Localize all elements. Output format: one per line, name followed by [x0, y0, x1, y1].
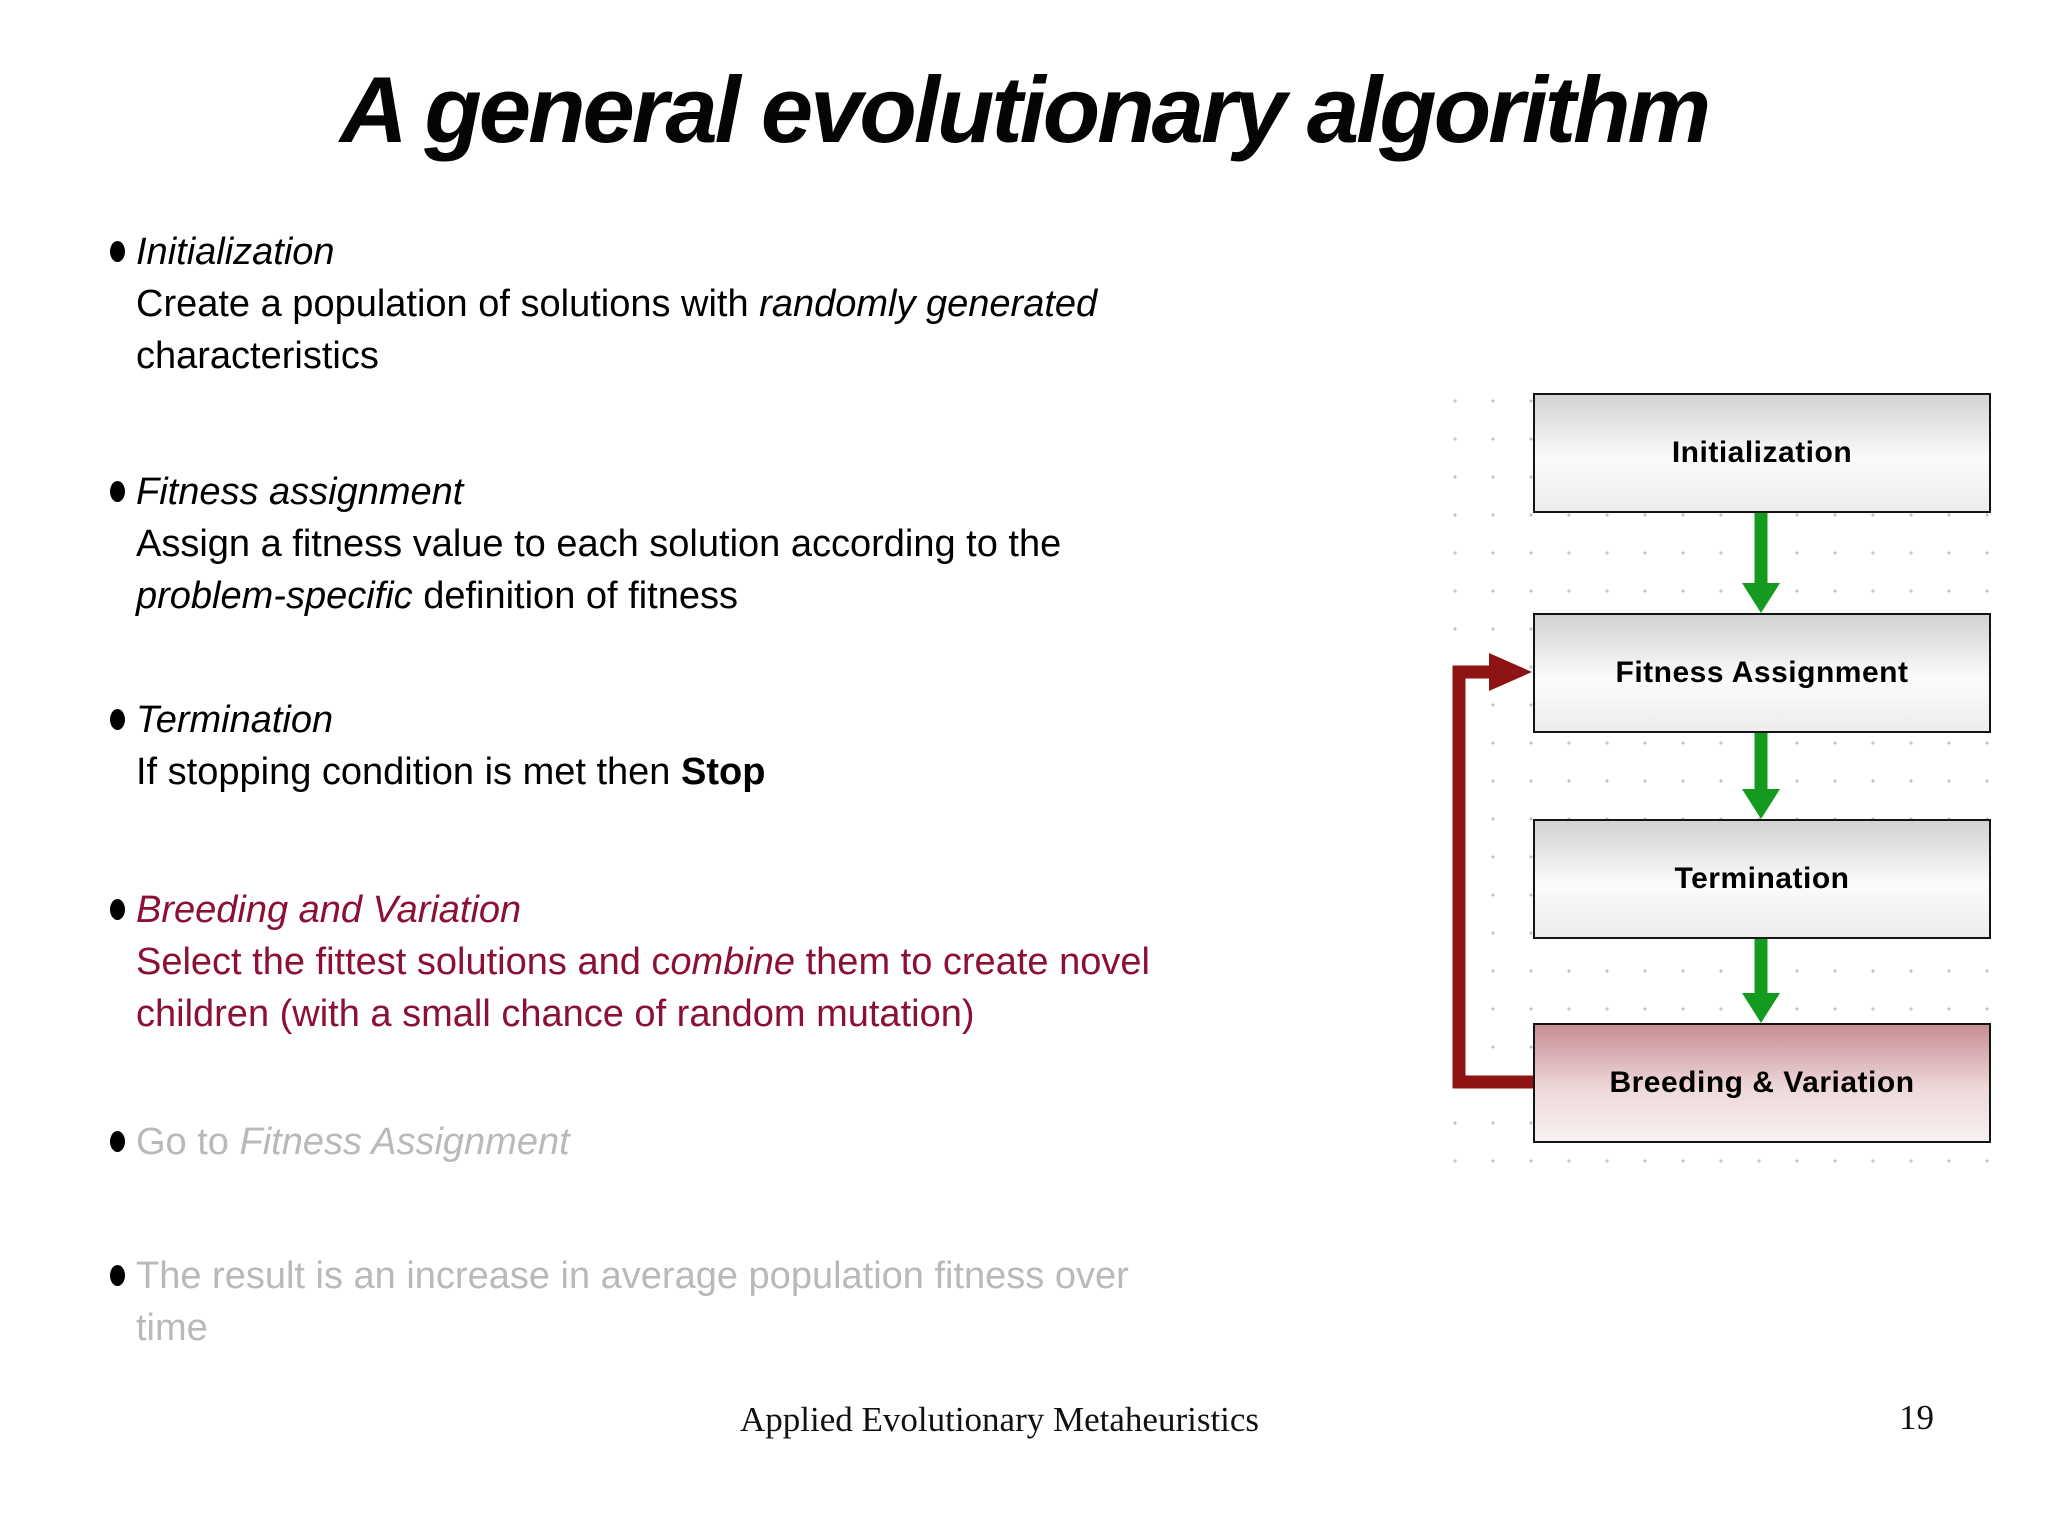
down-arrow-icon [1742, 939, 1780, 1023]
bullet-heading: Termination [136, 699, 334, 741]
bullet-dot [110, 899, 125, 920]
bullet-body-italic: problem-specific [136, 575, 413, 617]
bullet-text: Go to Fitness Assignment [136, 1116, 1478, 1168]
bullet-body: Go to [136, 1121, 240, 1163]
bullet-body-italic: randomly generated [759, 283, 1098, 325]
down-arrow-icon [1742, 513, 1780, 613]
flowbox-initialization: Initialization [1533, 393, 1991, 513]
page-number: 19 [1899, 1398, 1934, 1437]
flowchart-diagram: Initialization Fitness Assignment Termin… [1428, 372, 2012, 1196]
bullet-heading: Initialization [136, 231, 335, 273]
bullet-body: them to create novel [795, 941, 1150, 983]
bullet-goto-fitness: Go to Fitness Assignment [108, 1116, 1478, 1168]
flowbox-label: Breeding & Variation [1609, 1066, 1915, 1099]
bullet-dot [110, 709, 125, 730]
flowchart-arrows [1452, 513, 1780, 1089]
bullet-body: Create a population of solutions with [136, 283, 760, 325]
bullet-body: Select the fittest solutions and c [136, 941, 671, 983]
bullet-body: time [136, 1307, 208, 1349]
flowbox-breeding-variation: Breeding & Variation [1533, 1023, 1991, 1143]
bullet-body: definition of fitness [412, 575, 738, 617]
flowbox-label: Fitness Assignment [1615, 656, 1909, 689]
bullet-heading: Breeding and Variation [136, 889, 522, 931]
flowbox-fitness-assignment: Fitness Assignment [1533, 613, 1991, 733]
feedback-loop-arrow-icon [1452, 653, 1533, 1089]
footer-title: Applied Evolutionary Metaheuristics [740, 1400, 1260, 1439]
bullet-body-italic: ombine [670, 941, 796, 983]
bullet-heading: Fitness assignment [136, 471, 464, 513]
bullet-body: The result is an increase in average pop… [136, 1255, 1129, 1297]
bullet-text: Fitness assignment Assign a fitness valu… [136, 466, 1478, 622]
bullet-dot [110, 481, 125, 502]
bullet-body-bold: Stop [681, 751, 766, 793]
bullet-termination: Termination If stopping condition is met… [108, 694, 1478, 798]
bullet-dot [110, 1131, 125, 1152]
bullet-body: children (with a small chance of random … [136, 993, 975, 1035]
bullet-text: Initialization Create a population of so… [136, 226, 1478, 382]
bullet-body: Assign a fitness value to each solution … [136, 523, 1062, 565]
bullet-text: Termination If stopping condition is met… [136, 694, 1478, 798]
bullet-text: The result is an increase in average pop… [136, 1250, 1478, 1354]
slide-title: A general evolutionary algorithm [339, 57, 1711, 162]
flowbox-termination: Termination [1533, 819, 1991, 939]
flowbox-label: Termination [1674, 862, 1850, 895]
bullet-text: Breeding and Variation Select the fittes… [136, 884, 1478, 1040]
flowbox-label: Initialization [1671, 436, 1853, 469]
bullet-dot [110, 1265, 125, 1286]
bullet-dot [110, 241, 125, 262]
bullet-body-italic: Fitness Assignment [239, 1121, 570, 1163]
bullet-body: characteristics [136, 335, 379, 377]
bullet-result: The result is an increase in average pop… [108, 1250, 1478, 1354]
down-arrow-icon [1742, 733, 1780, 819]
bullet-fitness-assignment: Fitness assignment Assign a fitness valu… [108, 466, 1478, 622]
bullet-initialization: Initialization Create a population of so… [108, 226, 1478, 382]
bullet-body: If stopping condition is met then [136, 751, 681, 793]
bullet-breeding-variation: Breeding and Variation Select the fittes… [108, 884, 1478, 1040]
